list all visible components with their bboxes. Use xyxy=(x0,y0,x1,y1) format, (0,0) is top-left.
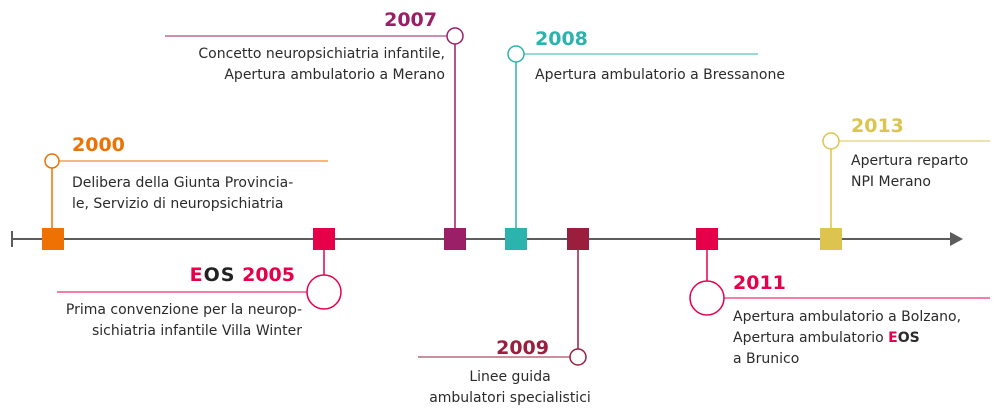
circle-2011 xyxy=(689,280,725,316)
event-2011-line-3: a Brunico xyxy=(733,351,800,367)
event-2007-line-2: Apertura ambulatorio a Merano xyxy=(224,67,445,83)
circle-2009 xyxy=(569,348,587,366)
event-2005-line-1: Prima convenzione per la neurop- xyxy=(65,302,302,318)
marker-2009 xyxy=(567,228,589,250)
event-2013-line-1: Apertura reparto xyxy=(851,153,969,169)
year-2005: 2005 xyxy=(242,264,295,286)
eos-logo-os: OS xyxy=(203,264,236,286)
event-2000-description: Delibera della Giunta Provincia- le, Ser… xyxy=(72,173,293,215)
year-2007: 2007 xyxy=(384,9,437,31)
event-2008-line-1: Apertura ambulatorio a Bressanone xyxy=(535,67,785,83)
eos-logo-e: E xyxy=(189,264,204,286)
eos-inline-logo: EOS xyxy=(888,330,920,346)
event-2009-line-2: ambulatori specialistici xyxy=(429,390,591,406)
eos-inline-e: E xyxy=(888,330,898,346)
eos-inline-os: OS xyxy=(897,330,920,346)
year-2009: 2009 xyxy=(496,337,549,359)
timeline-arrow-head xyxy=(950,232,963,246)
event-2013-line-2: NPI Merano xyxy=(851,174,931,190)
year-2011: 2011 xyxy=(733,272,786,294)
marker-2013 xyxy=(820,228,842,250)
event-2011-line-2-text: Apertura ambulatorio xyxy=(733,330,884,346)
event-2008-description: Apertura ambulatorio a Bressanone xyxy=(535,65,785,86)
circle-2000 xyxy=(44,153,60,169)
eos-logo: EOS xyxy=(190,264,236,286)
event-2011-line-1: Apertura ambulatorio a Bolzano, xyxy=(733,309,962,325)
marker-2007 xyxy=(444,228,466,250)
event-2013-description: Apertura reparto NPI Merano xyxy=(851,151,968,193)
year-2008: 2008 xyxy=(535,28,588,50)
event-2011-line-2: Apertura ambulatorio EOS xyxy=(733,328,961,349)
year-2005-heading: EOS 2005 xyxy=(190,264,295,286)
marker-2000 xyxy=(42,228,64,250)
marker-2008 xyxy=(505,228,527,250)
event-2000-line-1: Delibera della Giunta Provincia- xyxy=(72,175,294,191)
event-2000-line-2: le, Servizio di neuropsichiatria xyxy=(72,196,284,212)
circle-2007 xyxy=(446,27,464,45)
marker-2011 xyxy=(696,228,718,250)
year-2013: 2013 xyxy=(851,115,904,137)
year-2000: 2000 xyxy=(72,134,125,156)
event-2007-line-1: Concetto neuropsichiatria infantile, xyxy=(198,46,445,62)
marker-2005 xyxy=(313,228,335,250)
event-2009-line-1: Linee guida xyxy=(469,369,551,385)
circle-2008 xyxy=(507,45,525,63)
event-2007-description: Concetto neuropsichiatria infantile, Ape… xyxy=(198,44,445,86)
event-2009-description: Linee guida ambulatori specialistici xyxy=(400,367,620,409)
event-2005-line-2: sichiatria infantile Villa Winter xyxy=(92,323,302,339)
circle-2013 xyxy=(822,132,840,150)
event-2011-description: Apertura ambulatorio a Bolzano, Apertura… xyxy=(733,307,961,370)
circle-2005 xyxy=(306,274,342,310)
event-2005-description: Prima convenzione per la neurop- sichiat… xyxy=(66,300,302,342)
